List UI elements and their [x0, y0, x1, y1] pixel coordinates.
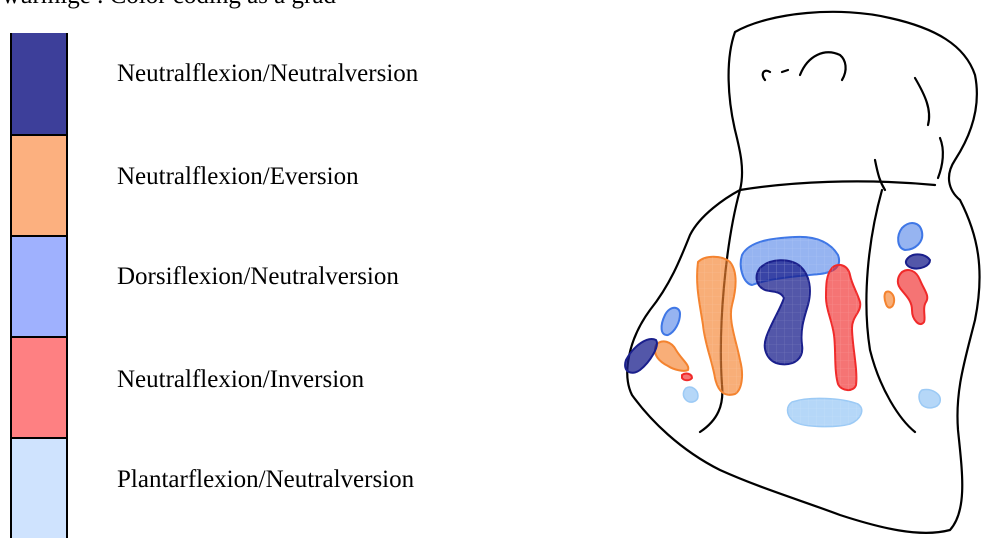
legend-swatch-neutral-neutral — [12, 33, 66, 134]
cropped-caption: wurmige . Color coding as a grad — [2, 0, 336, 10]
region-plantar-neutral-2 — [919, 390, 940, 408]
region-neutral-inversion-2 — [898, 270, 927, 324]
region-dorsi-neutral-3 — [662, 308, 680, 335]
legend-swatch-plantar-neutral — [12, 437, 66, 538]
legend-label-neutral-inversion: Neutralflexion/Inversion — [117, 366, 364, 394]
legend-swatch-neutral-eversion — [12, 134, 66, 235]
legend-label-neutral-neutral: Neutralflexion/Neutralversion — [117, 60, 418, 88]
region-neutral-eversion-2 — [655, 341, 688, 370]
legend-swatch-dorsi-neutral — [12, 235, 66, 336]
region-neutral-eversion-3 — [885, 292, 895, 308]
region-neutral-inversion-3 — [682, 374, 692, 381]
legend-label-neutral-eversion: Neutralflexion/Eversion — [117, 163, 359, 191]
legend-label-dorsi-neutral: Dorsiflexion/Neutralversion — [117, 263, 399, 291]
legend-swatch-neutral-inversion — [12, 336, 66, 437]
region-neutral-neutral-3 — [906, 254, 930, 268]
region-neutral-neutral-2 — [625, 339, 657, 373]
color-legend-bar — [10, 33, 68, 538]
legend-label-plantar-neutral: Plantarflexion/Neutralversion — [117, 466, 414, 494]
region-dorsi-neutral-2 — [898, 223, 922, 250]
region-plantar-neutral-3 — [683, 387, 698, 402]
talus-contact-map-figure — [600, 0, 989, 538]
